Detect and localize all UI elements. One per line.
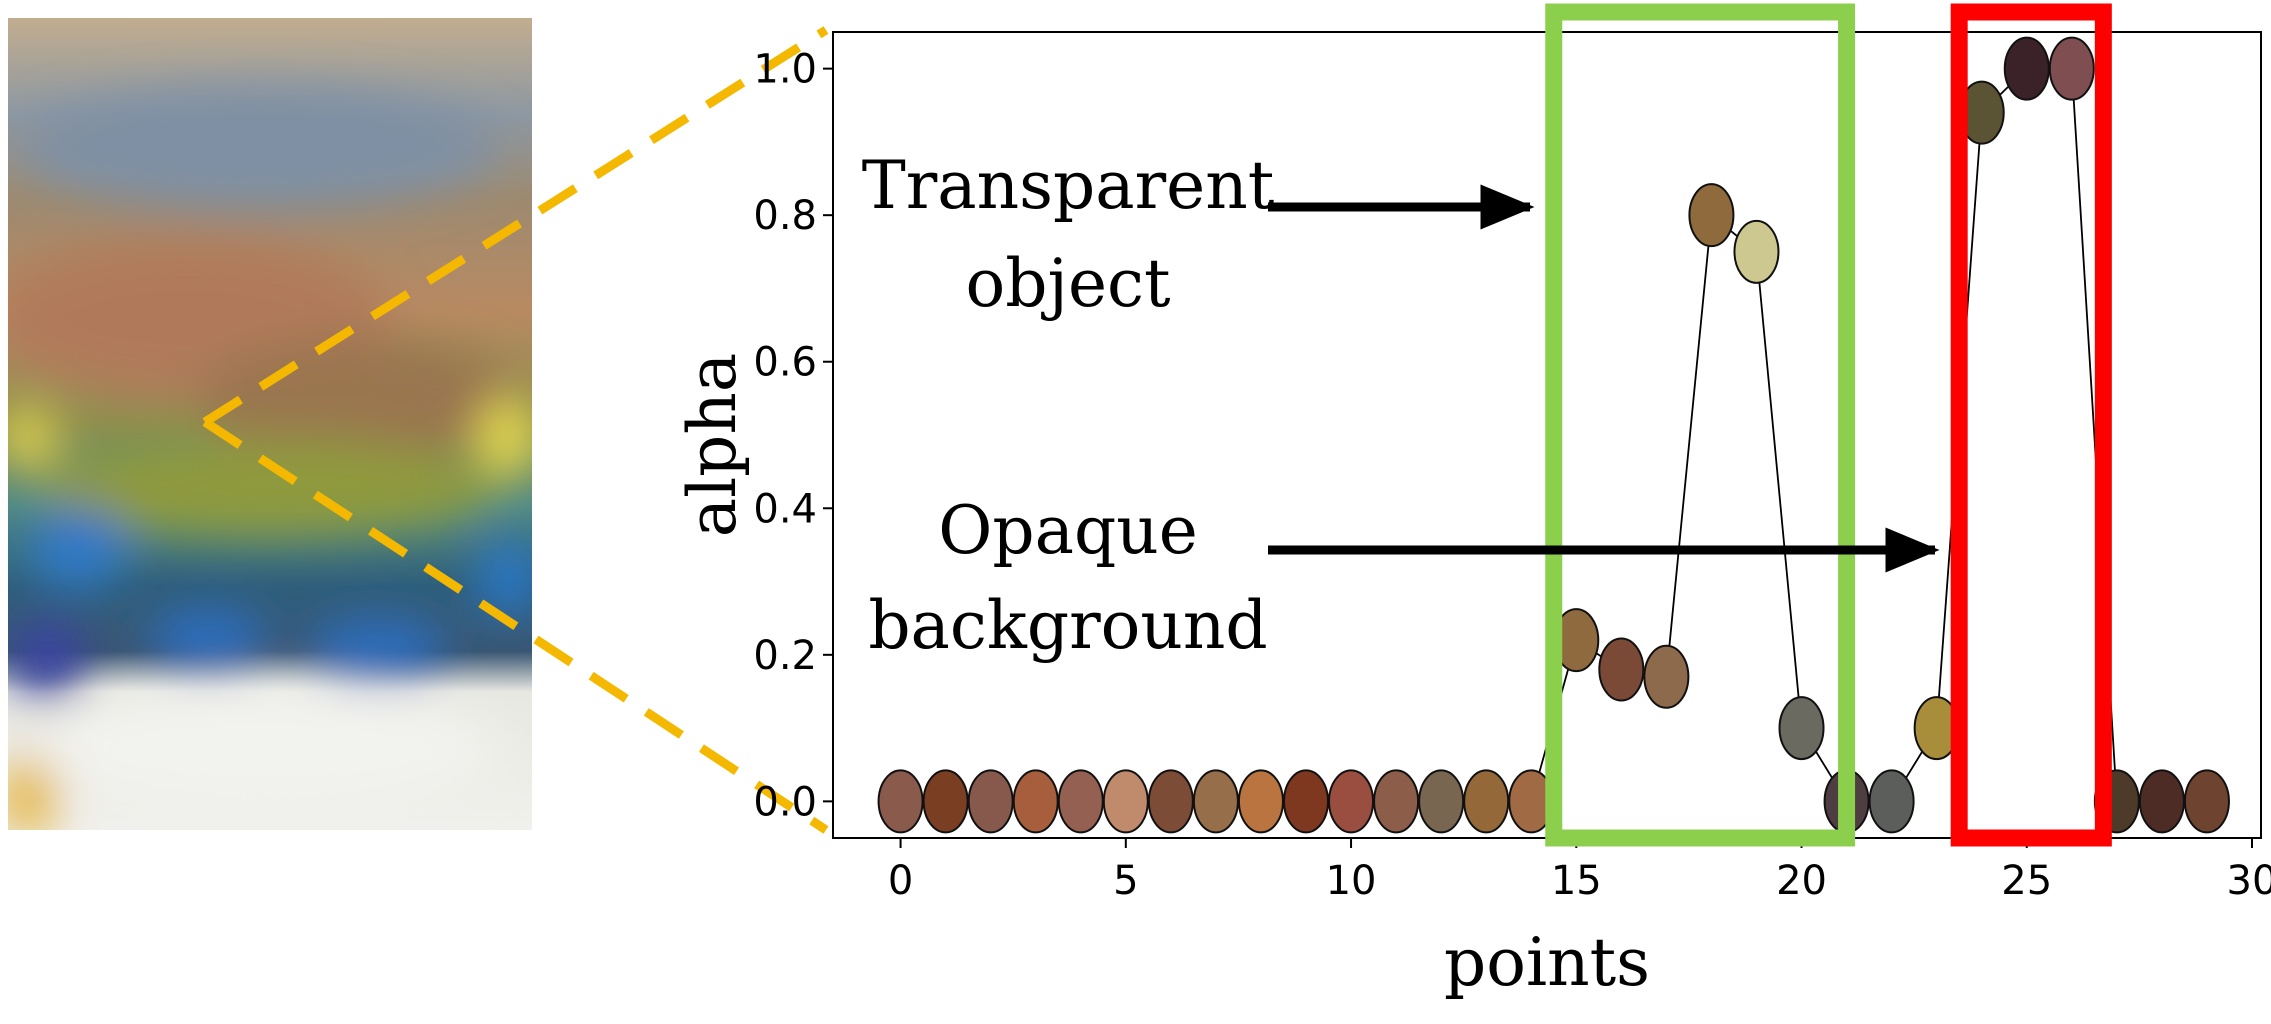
data-point	[2183, 769, 2230, 834]
zoom-line-top	[202, 26, 829, 426]
y-tick-label: 0.6	[753, 340, 817, 386]
data-point	[1012, 769, 1059, 834]
x-tick-label: 25	[2001, 858, 2052, 904]
data-point	[1643, 644, 1690, 709]
data-point	[877, 769, 924, 834]
data-point	[1463, 769, 1510, 834]
x-axis: 0 5 10 15 20 25 30	[888, 838, 2271, 904]
data-point	[1192, 769, 1239, 834]
x-axis-title: points	[1444, 924, 1650, 1001]
annotation-text: background	[868, 587, 1267, 664]
y-tick-label: 0.0	[753, 779, 817, 825]
data-point	[967, 769, 1014, 834]
blurred-photo-image	[8, 18, 532, 830]
x-tick-label: 15	[1551, 858, 1602, 904]
y-axis: 0.0 0.2 0.4 0.6 0.8 1.0	[753, 47, 833, 825]
data-point	[1102, 769, 1149, 834]
y-tick-label: 0.2	[753, 633, 817, 679]
x-tick-label: 0	[888, 858, 913, 904]
data-point	[1418, 769, 1465, 834]
data-point	[2003, 36, 2050, 101]
y-tick-label: 1.0	[753, 47, 817, 93]
y-tick-label: 0.8	[753, 193, 817, 239]
data-point	[1373, 769, 1420, 834]
green-box	[1545, 3, 1856, 847]
x-tick-label: 5	[1113, 858, 1138, 904]
annotation-text: object	[966, 245, 1171, 322]
data-point	[922, 769, 969, 834]
annotation-text: Opaque	[938, 492, 1198, 569]
x-tick-label: 10	[1326, 858, 1377, 904]
red-box	[1950, 3, 2112, 847]
data-point	[1328, 769, 1375, 834]
data-point	[1057, 769, 1104, 834]
data-point	[1733, 219, 1780, 284]
data-point	[1147, 769, 1194, 834]
data-point	[1688, 183, 1735, 248]
y-axis-title: alpha	[674, 353, 751, 538]
data-point	[1598, 637, 1645, 702]
highlight-boxes	[1545, 3, 2112, 847]
blurred-photo-crop	[8, 18, 532, 830]
data-point	[2138, 769, 2185, 834]
data-point	[1237, 769, 1284, 834]
data-point	[1282, 769, 1329, 834]
annotation-text: Transparent	[862, 147, 1275, 224]
x-tick-label: 30	[2227, 858, 2271, 904]
y-tick-label: 0.4	[753, 486, 817, 532]
data-point	[1778, 696, 1825, 761]
zoom-line-bottom	[202, 418, 829, 834]
data-point	[2048, 36, 2095, 101]
data-point	[1868, 769, 1915, 834]
x-tick-label: 20	[1776, 858, 1827, 904]
zoom-indicator-lines	[202, 26, 829, 834]
